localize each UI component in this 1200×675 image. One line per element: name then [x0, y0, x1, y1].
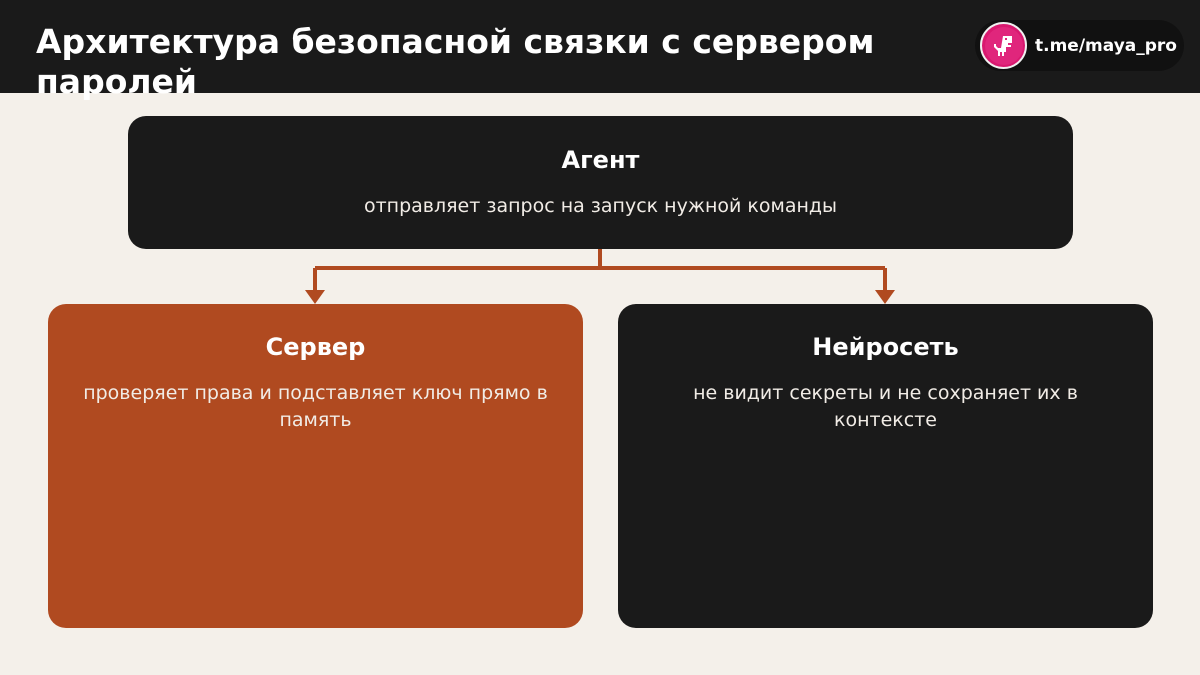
node-ai: Нейросеть не видит секреты и не сохраняе…	[618, 304, 1153, 628]
arrow-to-ai	[875, 290, 895, 304]
avatar-inner	[984, 26, 1023, 65]
dinosaur-icon	[993, 35, 1012, 56]
node-server: Сервер проверяет права и подставляет клю…	[48, 304, 583, 628]
node-server-description: проверяет права и подставляет ключ прямо…	[83, 382, 548, 431]
node-server-title: Сервер	[265, 333, 366, 361]
channel-badge[interactable]: t.me/maya_pro	[975, 20, 1184, 71]
node-ai-title: Нейросеть	[812, 333, 959, 361]
arrow-to-server	[305, 290, 325, 304]
avatar	[980, 22, 1027, 69]
node-agent-title: Агент	[561, 146, 640, 174]
header-bar: Архитектура безопасной связки с сервером…	[0, 0, 1200, 101]
node-ai-description: не видит секреты и не сохраняет их в кон…	[693, 382, 1078, 431]
page-title: Архитектура безопасной связки с сервером…	[36, 22, 875, 101]
channel-link[interactable]: t.me/maya_pro	[1035, 36, 1177, 56]
node-agent-description: отправляет запрос на запуск нужной коман…	[363, 195, 838, 217]
node-agent: Агент отправляет запрос на запуск нужной…	[128, 116, 1073, 249]
